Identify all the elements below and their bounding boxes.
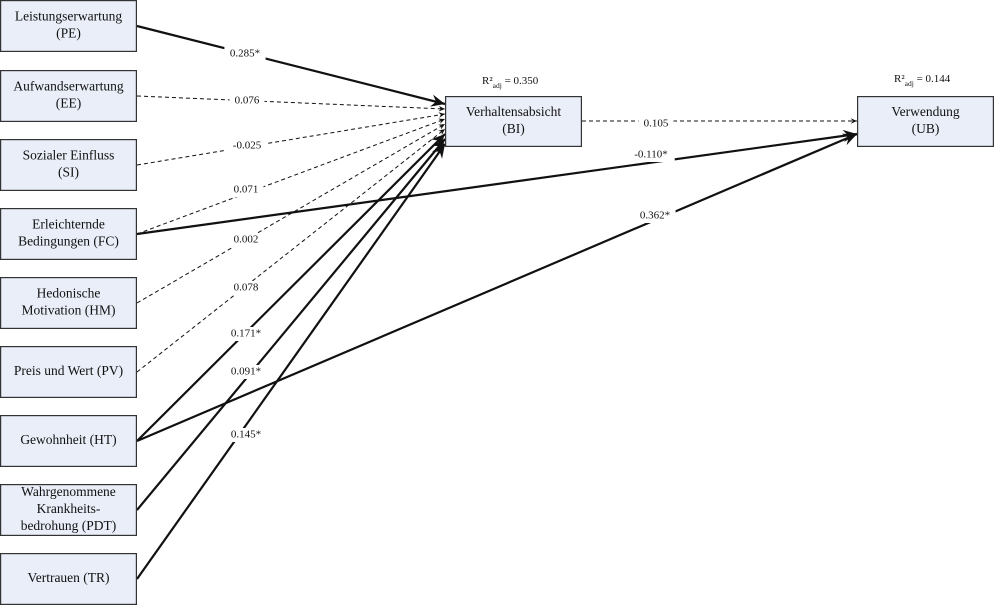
- node-label: Vertrauen (TR): [27, 570, 109, 585]
- edge-pdt-bi: 0.091*: [136, 138, 446, 511]
- edge-fc-ub: -0.110*: [136, 129, 858, 236]
- node-tr: Vertrauen (TR): [0, 552, 138, 605]
- edge-ht-bi: 0.171*: [136, 133, 446, 442]
- edge-label-background: [225, 428, 267, 442]
- edge-label-background: [224, 47, 266, 61]
- node-label: Verwendung: [891, 104, 959, 119]
- edge-label: -0.025: [233, 140, 262, 152]
- edge-label: 0.091*: [231, 366, 261, 378]
- node-box: [445, 95, 583, 147]
- node-pv: Preis und Wert (PV): [0, 346, 138, 399]
- edge-label: 0.076: [235, 95, 260, 107]
- edge-label: -0.110*: [634, 149, 668, 161]
- node-box: [0, 277, 138, 330]
- edge-line: [136, 112, 446, 166]
- edge-line: [136, 133, 446, 442]
- edge-label-background: [638, 117, 674, 131]
- edge-label: 0.362*: [640, 210, 670, 222]
- r2-subscript: adj: [493, 81, 502, 90]
- edge-label: 0.171*: [231, 328, 261, 340]
- node-box: [0, 415, 138, 468]
- node-ub: Verwendung (UB): [856, 95, 994, 147]
- edge-label-background: [228, 281, 264, 295]
- node-box: [0, 484, 138, 537]
- node-label: Verhaltensabsicht: [466, 104, 561, 119]
- edge-line: [136, 24, 446, 107]
- edge-line: [136, 132, 858, 443]
- edge-si-bi: -0.025: [136, 112, 446, 166]
- edge-label-background: [226, 139, 268, 153]
- edges-layer: 0.285* 0.076 -0.025 0.071 0.002 0.078 0.171* 0.…: [136, 24, 858, 580]
- r2-ub: R²adj = 0.144: [894, 73, 951, 88]
- edge-label-background: [634, 209, 676, 223]
- edge-label: 0.145*: [231, 429, 261, 441]
- edge-line: [136, 128, 446, 373]
- node-label: Krankheits-: [37, 501, 101, 516]
- node-label: Sozialer Einfluss: [23, 148, 115, 163]
- node-ee: Aufwandserwartung (EE): [0, 69, 138, 122]
- r2-subscript: adj: [905, 79, 914, 88]
- node-box: [0, 0, 138, 52]
- edge-label: 0.002: [234, 234, 259, 246]
- node-box: [0, 208, 138, 261]
- node-label: Wahrgenommene: [21, 484, 116, 499]
- edge-bi-ub: 0.105: [582, 117, 857, 131]
- edge-tr-bi: 0.145*: [136, 143, 446, 580]
- node-label: bedrohung (PDT): [21, 518, 117, 533]
- edge-label-background: [228, 183, 264, 197]
- node-label: Bedingungen (FC): [18, 234, 119, 249]
- edge-label: 0.071: [234, 184, 259, 196]
- r2-prefix: R²: [894, 73, 905, 85]
- node-box: [0, 69, 138, 122]
- edge-label: 0.105: [644, 118, 669, 130]
- edge-label-background: [225, 327, 267, 341]
- r2-value: = 0.350: [502, 75, 539, 87]
- node-box: [0, 346, 138, 399]
- edge-fc-bi: 0.071: [136, 118, 446, 235]
- r2-bi: R²adj = 0.350: [482, 75, 539, 90]
- node-label: (PE): [56, 26, 81, 41]
- node-label: (SI): [58, 165, 79, 180]
- edge-label-background: [627, 148, 675, 162]
- edge-label: 0.285*: [230, 48, 260, 60]
- edge-line: [136, 95, 446, 112]
- r2-prefix: R²: [482, 75, 493, 87]
- edge-label-background: [225, 365, 267, 379]
- node-box: [0, 139, 138, 192]
- edge-line: [136, 118, 446, 235]
- edge-line: [136, 138, 446, 511]
- edge-label-background: [229, 94, 265, 108]
- edge-ee-bi: 0.076: [136, 94, 446, 112]
- edge-label-background: [228, 233, 264, 247]
- edge-label: 0.078: [234, 282, 259, 294]
- node-label: Gewohnheit (HT): [20, 432, 116, 447]
- edge-pv-bi: 0.078: [136, 128, 446, 373]
- edge-line: [136, 129, 858, 236]
- node-box: [0, 552, 138, 605]
- node-si: Sozialer Einfluss (SI): [0, 139, 138, 192]
- node-label: Aufwandserwartung: [13, 79, 123, 94]
- node-label: (BI): [502, 121, 525, 136]
- node-ht: Gewohnheit (HT): [0, 415, 138, 468]
- edge-pe-bi: 0.285*: [136, 24, 446, 107]
- node-label: Preis und Wert (PV): [14, 363, 123, 378]
- edge-ht-ub: 0.362*: [136, 132, 858, 443]
- r2-value: = 0.144: [914, 73, 951, 85]
- node-box: [856, 95, 994, 147]
- node-label: (UB): [912, 121, 940, 136]
- node-label: Erleichternde: [32, 217, 105, 232]
- edge-line: [136, 143, 446, 580]
- node-label: Hedonische: [37, 286, 101, 301]
- node-bi: Verhaltensabsicht (BI): [445, 95, 583, 147]
- node-label: Motivation (HM): [21, 303, 115, 318]
- node-label: (EE): [56, 96, 81, 111]
- node-pe: Leistungserwartung (PE): [0, 0, 138, 52]
- node-label: Leistungserwartung: [15, 9, 122, 24]
